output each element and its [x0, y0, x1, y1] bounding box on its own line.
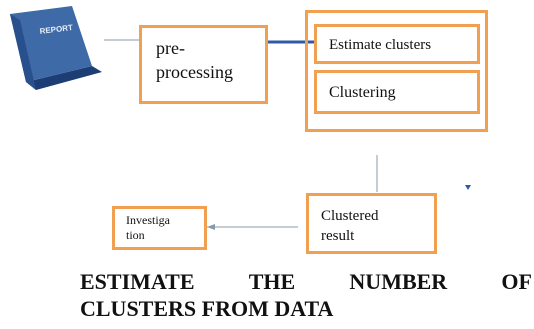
- heading-word: NUMBER: [349, 269, 448, 294]
- investigation-box: Investiga tion: [112, 206, 207, 250]
- cluster-group-box: [305, 10, 488, 132]
- preprocessing-label: pre- processing: [156, 38, 233, 82]
- preprocessing-box: pre- processing: [139, 25, 268, 104]
- estimate-clusters-box: Estimate clusters: [314, 24, 480, 64]
- estimate-clusters-label: Estimate clusters: [329, 37, 432, 53]
- clustering-box: Clustering: [314, 70, 480, 114]
- heading-line-2: CLUSTERS FROM DATA: [80, 296, 334, 321]
- report-book-icon: REPORT: [10, 6, 102, 90]
- clustering-label: Clustering: [329, 84, 396, 101]
- clustered-result-label: Clustered result: [321, 208, 379, 244]
- investigation-label: Investiga tion: [126, 213, 170, 242]
- report-cover-text: REPORT: [39, 23, 73, 36]
- heading-word: OF: [501, 269, 532, 294]
- clustered-result-box: Clustered result: [306, 193, 437, 254]
- heading-line-1: ESTIMATE THE NUMBER OF: [80, 268, 532, 295]
- heading-word: ESTIMATE: [80, 269, 195, 294]
- arrowhead-to-investigation: [207, 224, 215, 230]
- stray-marker: [465, 185, 471, 190]
- heading-word: THE: [248, 269, 296, 294]
- section-heading: ESTIMATE THE NUMBER OF CLUSTERS FROM DAT…: [80, 268, 532, 322]
